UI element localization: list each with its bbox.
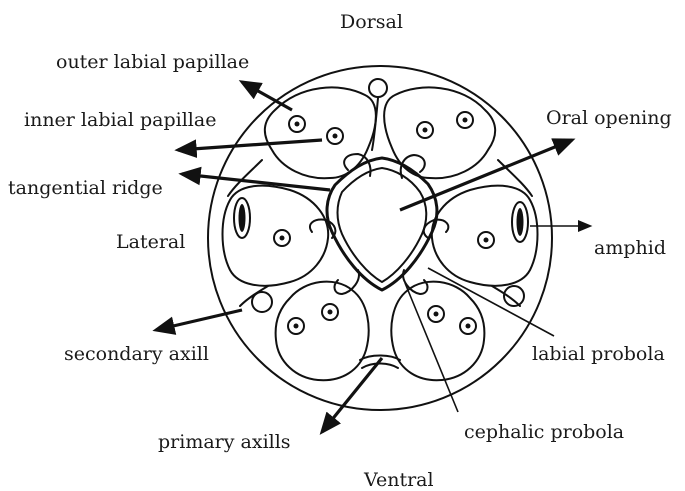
label-ventral: Ventral (363, 469, 434, 491)
label-lateral: Lateral (116, 231, 185, 253)
outer-papilla (369, 79, 387, 97)
label-labial-probola: labial probola (532, 343, 665, 365)
oral-opening-shape (327, 158, 437, 290)
label-primary-axills: primary axills (158, 431, 291, 453)
label-outer-labial-papillae: outer labial papillae (56, 51, 249, 73)
label-secondary-axill: secondary axill (64, 343, 209, 365)
labels: Dorsal outer labial papillae inner labia… (8, 11, 672, 491)
label-amphid: amphid (594, 237, 666, 259)
outer-papilla (252, 292, 272, 312)
label-dorsal: Dorsal (340, 11, 403, 33)
label-oral-opening: Oral opening (546, 107, 672, 129)
lip-lower-right (391, 282, 484, 381)
label-inner-labial-papillae: inner labial papillae (24, 109, 216, 131)
lip-right (432, 186, 538, 286)
label-cephalic-probola: cephalic probola (464, 421, 624, 443)
label-tangential-ridge: tangential ridge (8, 177, 163, 199)
